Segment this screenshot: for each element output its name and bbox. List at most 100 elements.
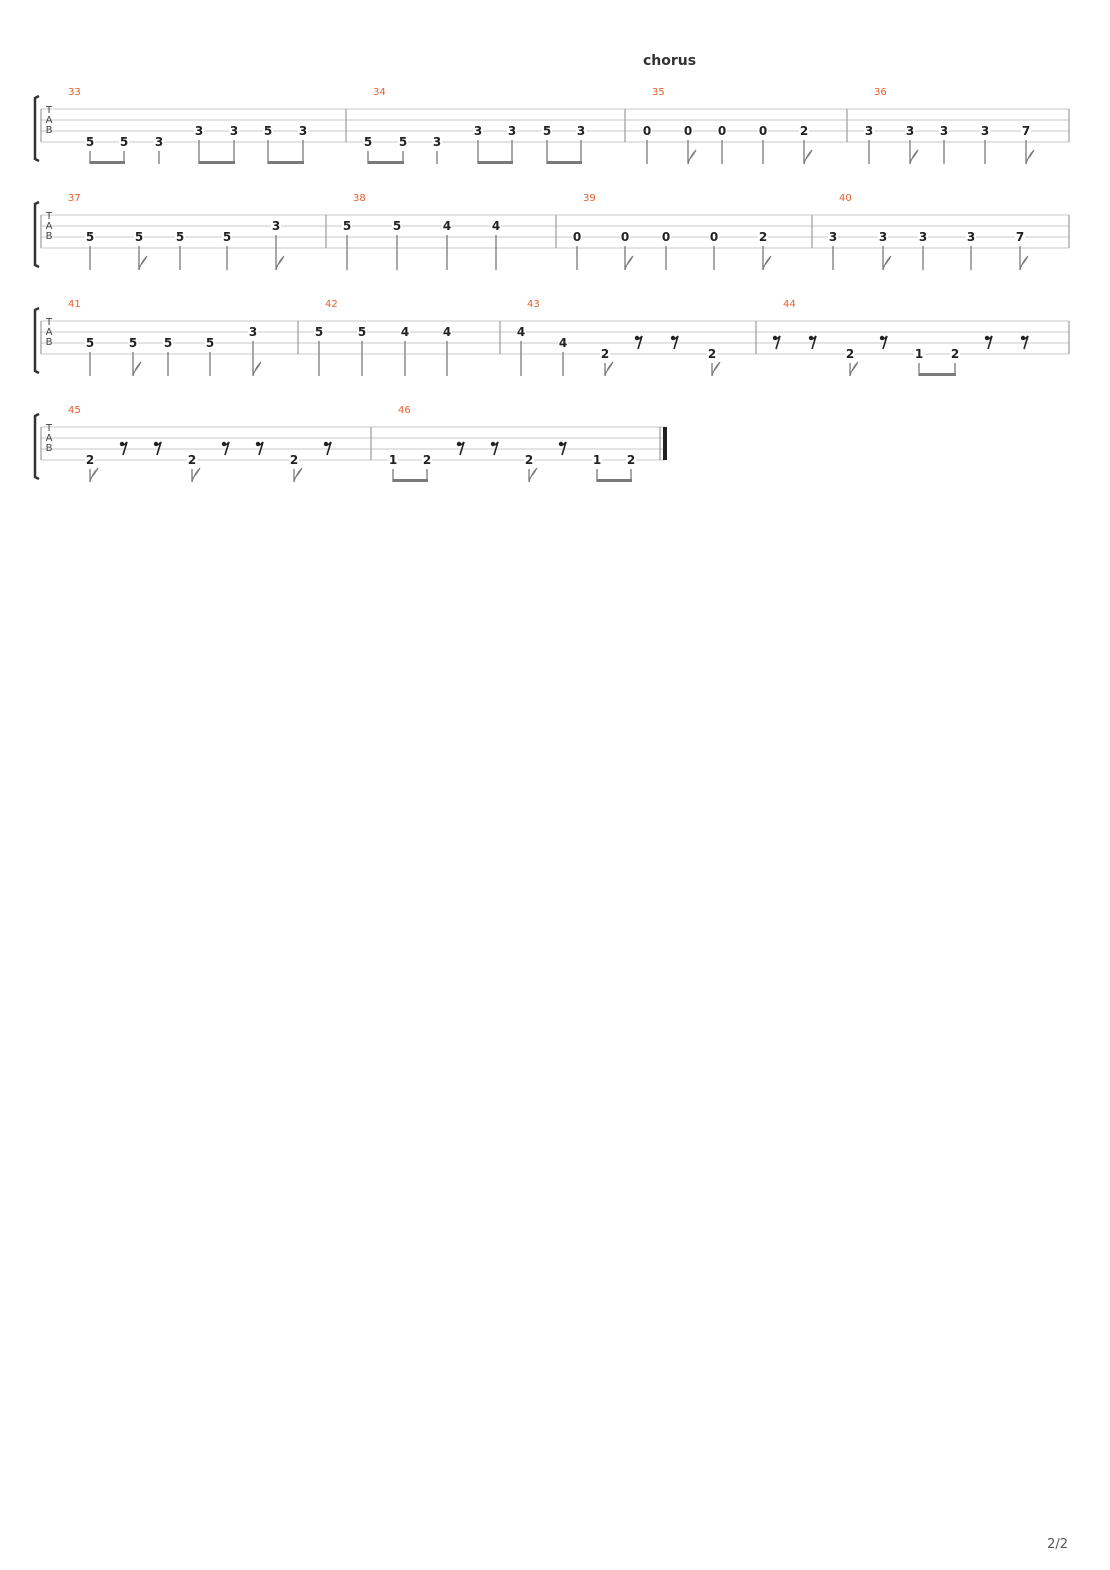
fret-number: 0: [662, 230, 670, 244]
fret-number: 3: [433, 135, 441, 149]
fret-bg: [709, 230, 719, 243]
fret-number: 3: [906, 124, 914, 138]
fret-bg: [422, 453, 432, 466]
note-flag: [275, 255, 285, 271]
fret-bg: [85, 453, 95, 466]
fret-number: 7: [1016, 230, 1024, 244]
fret-bg: [939, 124, 949, 137]
fret-number: 1: [389, 453, 397, 467]
fret-number: 2: [846, 347, 854, 361]
tab-clef-letter: A: [46, 327, 53, 338]
fret-bg: [683, 124, 693, 137]
fret-bg: [473, 124, 483, 137]
fret-number: 5: [86, 230, 94, 244]
fret-bg: [507, 124, 517, 137]
fret-bg: [271, 219, 281, 232]
eighth-rest: [120, 441, 128, 456]
fret-bg: [222, 230, 232, 243]
fret-number: 0: [643, 124, 651, 138]
fret-bg: [398, 135, 408, 148]
fret-number: 4: [492, 219, 500, 233]
fret-bg: [298, 124, 308, 137]
eighth-rest: [559, 441, 567, 456]
eighth-rest: [880, 335, 888, 350]
eighth-rest: [222, 441, 230, 456]
fret-bg: [600, 347, 610, 360]
fret-bg: [864, 124, 874, 137]
tab-clef-letter: A: [46, 221, 53, 232]
fret-number: 5: [86, 336, 94, 350]
fret-number: 5: [223, 230, 231, 244]
fret-bg: [950, 347, 960, 360]
fret-number: 5: [129, 336, 137, 350]
fret-bg: [980, 124, 990, 137]
fret-number: 0: [621, 230, 629, 244]
fret-number: 0: [573, 230, 581, 244]
fret-bg: [642, 124, 652, 137]
fret-number: 5: [364, 135, 372, 149]
fret-number: 3: [919, 230, 927, 244]
fret-number: 5: [358, 325, 366, 339]
note-flag: [687, 149, 697, 165]
fret-number: 5: [164, 336, 172, 350]
fret-bg: [845, 347, 855, 360]
fret-number: 4: [401, 325, 409, 339]
eighth-rest: [491, 441, 499, 456]
eighth-rest: [1021, 335, 1029, 350]
fret-bg: [342, 219, 352, 232]
fret-number: 5: [543, 124, 551, 138]
fret-number: 3: [865, 124, 873, 138]
measure-number: 44: [783, 299, 796, 310]
measure-number: 42: [325, 299, 338, 310]
note-flag: [132, 361, 142, 377]
system-bracket: [33, 200, 40, 269]
fret-number: 5: [399, 135, 407, 149]
measure-number: 40: [839, 193, 852, 204]
fret-bg: [388, 453, 398, 466]
fret-bg: [187, 453, 197, 466]
fret-number: 2: [525, 453, 533, 467]
fret-number: 3: [155, 135, 163, 149]
measure-number: 45: [68, 405, 81, 416]
fret-number: 3: [508, 124, 516, 138]
eighth-rest: [324, 441, 332, 456]
fret-bg: [491, 219, 501, 232]
fret-number: 2: [800, 124, 808, 138]
fret-bg: [707, 347, 717, 360]
fret-bg: [134, 230, 144, 243]
eighth-rest: [985, 335, 993, 350]
measure-number: 41: [68, 299, 81, 310]
fret-number: 3: [879, 230, 887, 244]
eighth-rest: [809, 335, 817, 350]
system-bracket: [33, 412, 40, 481]
fret-number: 5: [264, 124, 272, 138]
fret-bg: [558, 336, 568, 349]
fret-number: 5: [206, 336, 214, 350]
eighth-rest: [154, 441, 162, 456]
note-flag: [89, 467, 99, 483]
tab-clef-letter: A: [46, 115, 53, 126]
note-flag: [252, 361, 262, 377]
note-flag: [909, 149, 919, 165]
tab-clef-letter: B: [46, 443, 53, 454]
fret-bg: [758, 124, 768, 137]
fret-number: 5: [120, 135, 128, 149]
fret-bg: [357, 325, 367, 338]
tab-clef-letter: B: [46, 337, 53, 348]
fret-number: 3: [272, 219, 280, 233]
note-flag: [803, 149, 813, 165]
note-flag: [882, 255, 892, 271]
measure-number: 39: [583, 193, 596, 204]
section-label: chorus: [643, 53, 697, 69]
fret-bg: [314, 325, 324, 338]
fret-number: 1: [593, 453, 601, 467]
fret-bg: [442, 325, 452, 338]
note-flag: [138, 255, 148, 271]
note-beam: [597, 479, 632, 482]
fret-number: 3: [249, 325, 257, 339]
fret-number: 3: [474, 124, 482, 138]
fret-bg: [878, 230, 888, 243]
fret-number: 2: [188, 453, 196, 467]
fret-bg: [620, 230, 630, 243]
